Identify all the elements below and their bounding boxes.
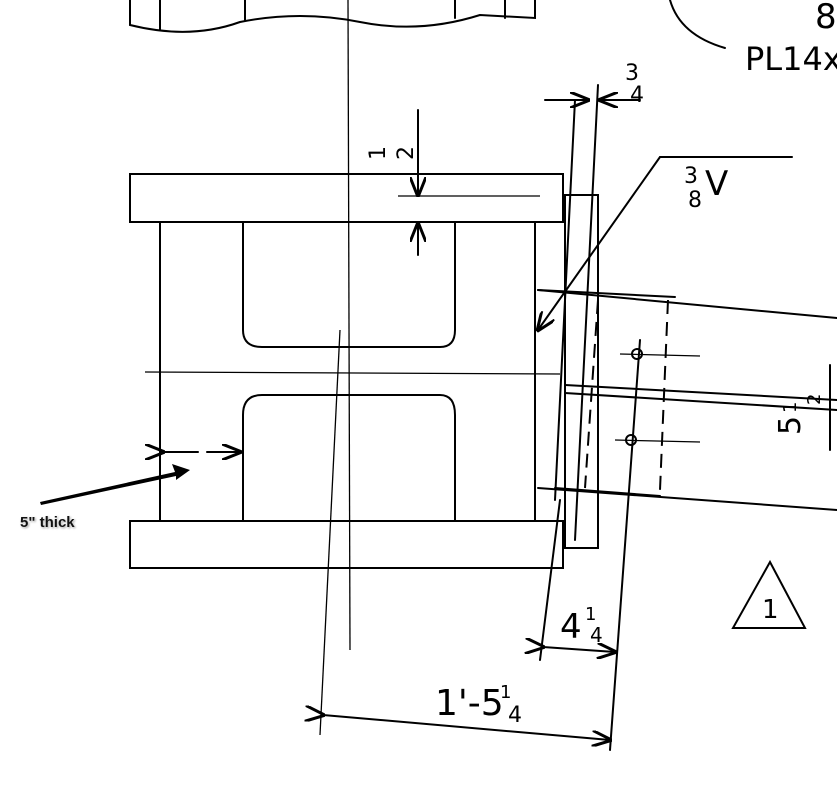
fillet-weld-symbol: V [705,164,728,204]
three-quarter-num: 3 [625,61,639,86]
three-quarter-den: 4 [630,83,644,108]
five-half-num: 1 [780,402,801,413]
overall-dim-num: 1 [500,682,511,703]
half-dim-num: 1 [366,146,391,160]
top-arc [669,0,726,49]
overall-dim-den: 4 [508,703,522,728]
five-half-whole: 5 [773,416,808,435]
flange-thickness-dimension [398,109,540,256]
overall-dim: 1'-5 [435,683,504,724]
plate-label: PL14x [745,40,837,78]
detail-triangle [731,559,807,629]
four-quarter-num: 1 [585,604,596,625]
five-half-den: 2 [804,394,825,405]
weld-callout [538,156,793,330]
upper-member [129,0,536,33]
top-fraction-digit: 8 [815,0,837,37]
bottom-dimensions [323,499,615,740]
beam [537,289,837,751]
column-section [129,0,564,736]
thickness-annotation: 5" thick [20,514,75,531]
half-dim-den: 2 [394,146,419,160]
weld-size-den: 8 [688,188,702,213]
four-quarter-den: 4 [590,623,603,647]
four-quarter-whole: 4 [560,607,582,647]
end-plate [544,84,641,549]
detail-marker-number: 1 [762,595,779,625]
annotation-arrow [40,464,190,505]
weld-size-num: 3 [684,164,698,189]
